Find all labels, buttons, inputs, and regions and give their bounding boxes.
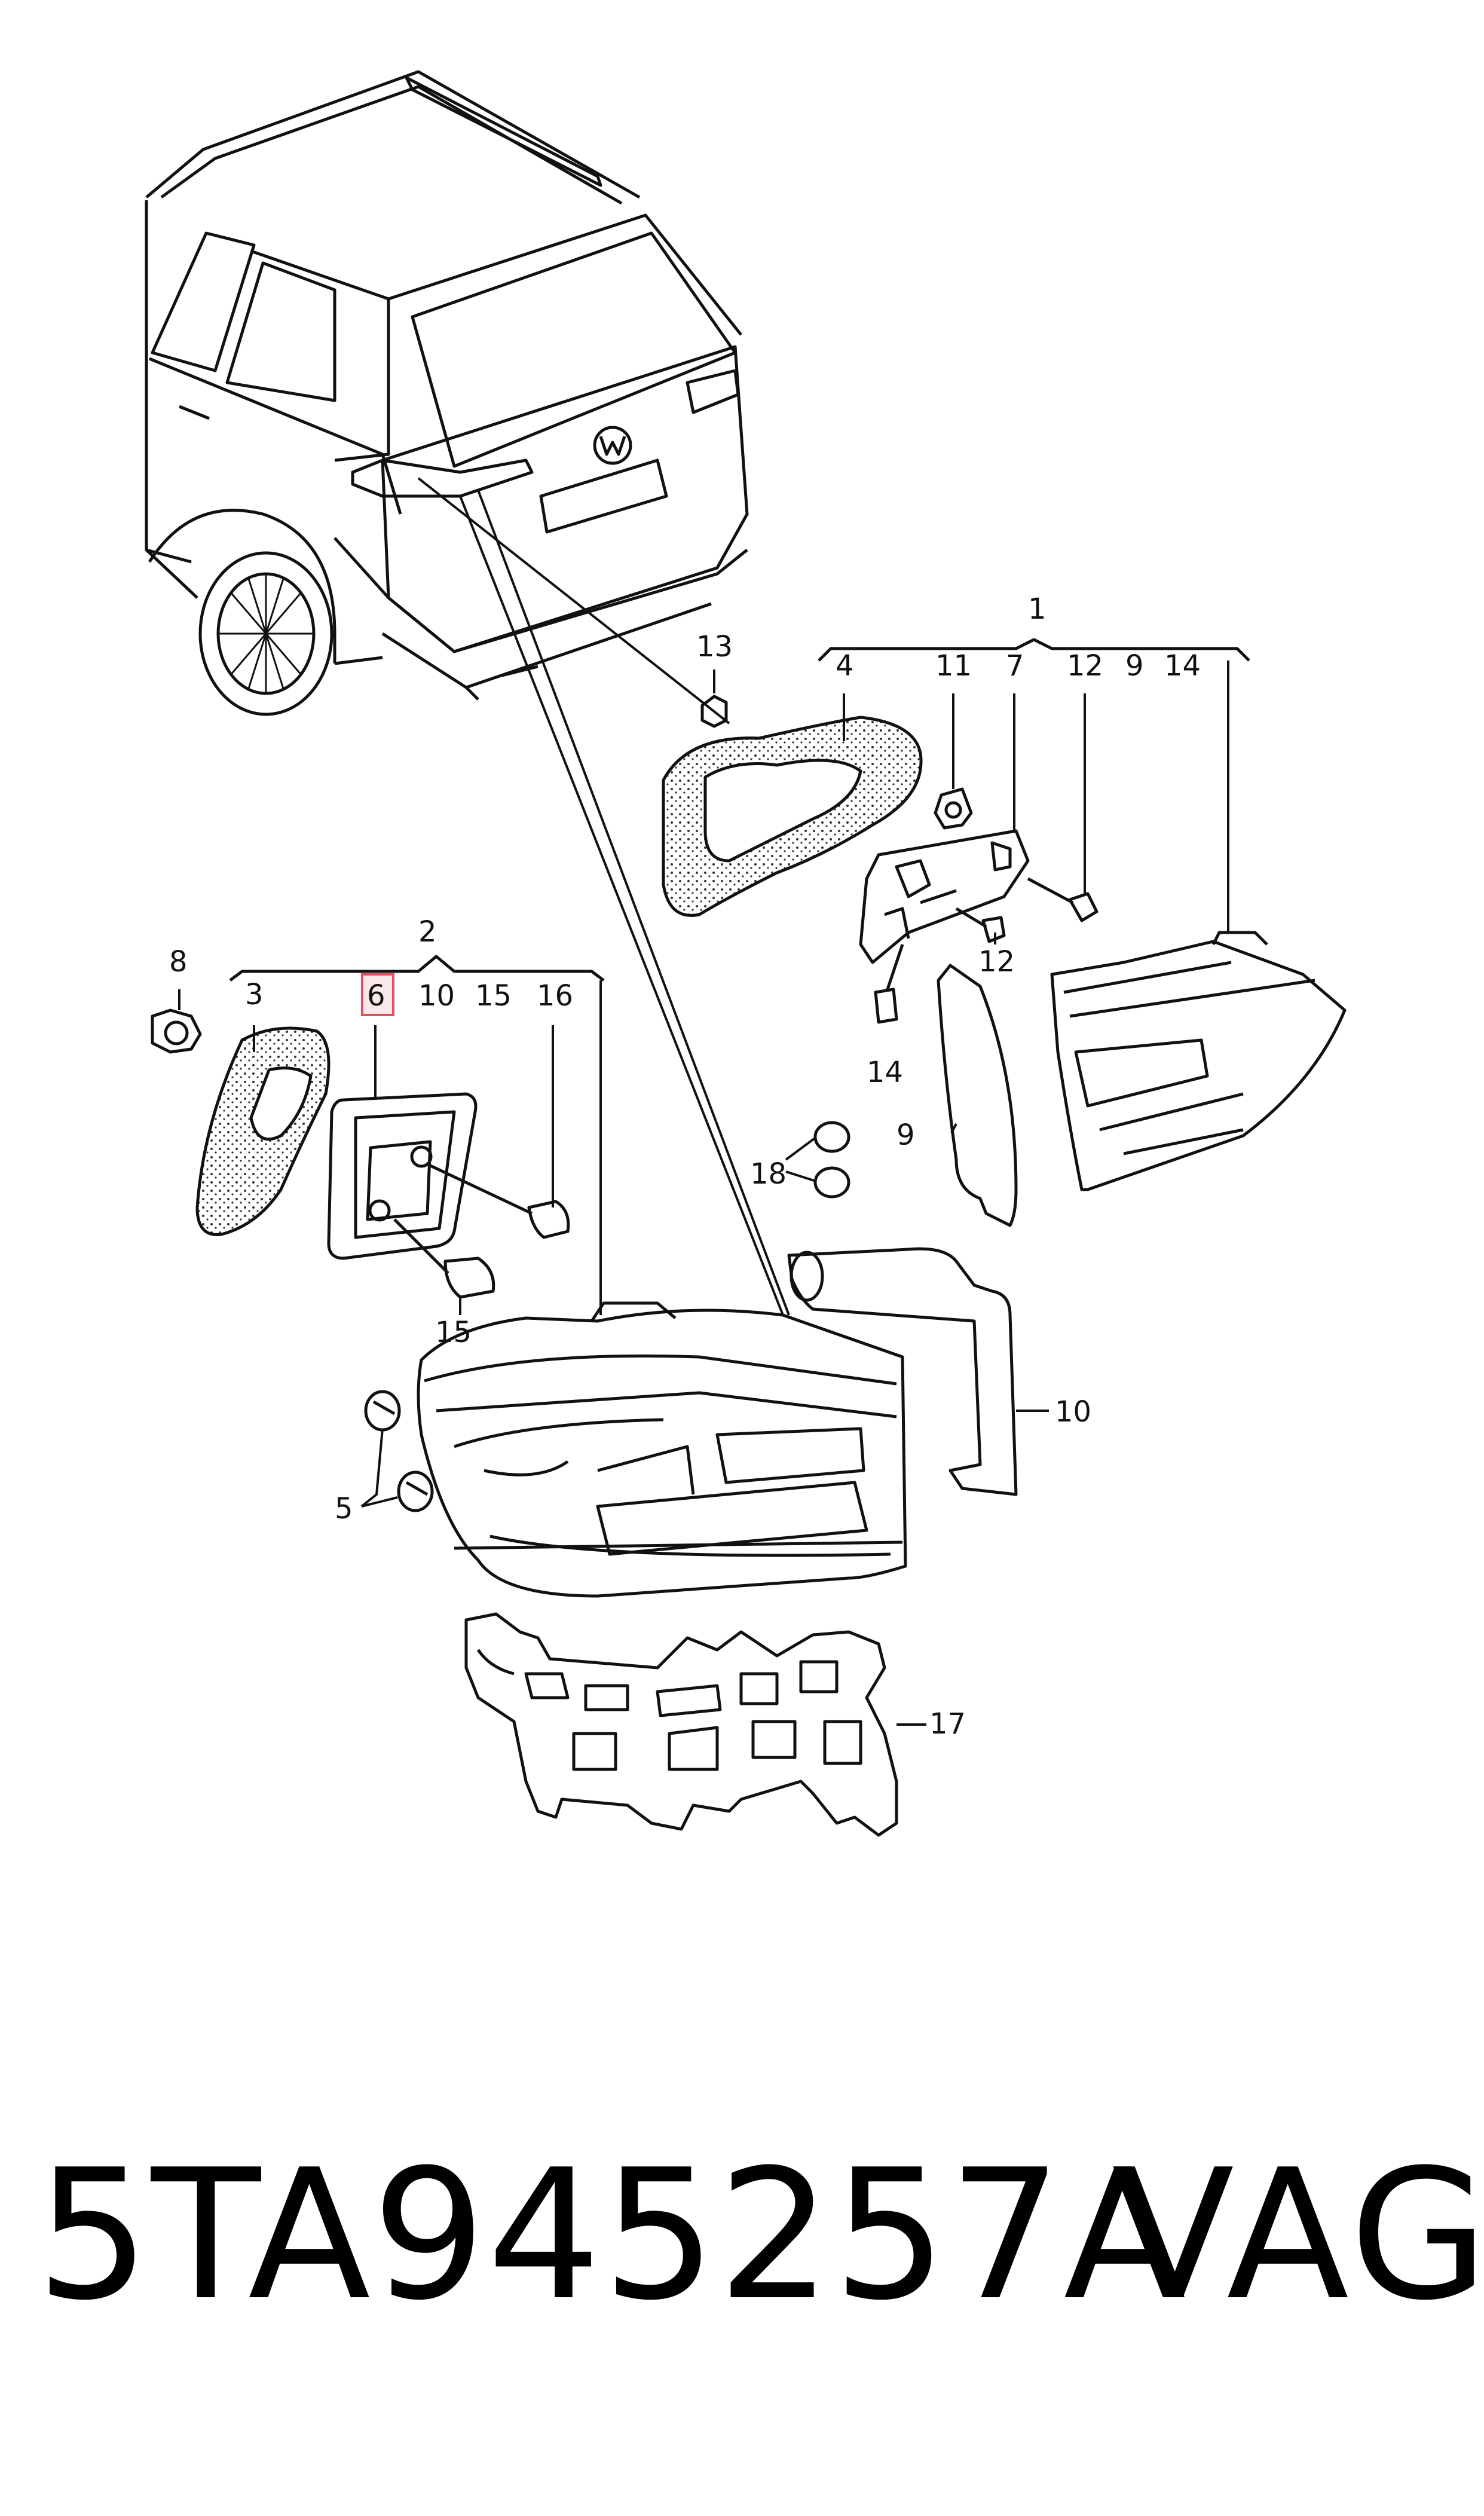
callout-3: 3 xyxy=(245,978,264,1011)
callout-16: 16 xyxy=(537,979,573,1013)
callout-5: 5 xyxy=(335,1492,353,1526)
callout-10-lower: 10 xyxy=(1055,1395,1091,1429)
brand-name: VAG xyxy=(1112,2131,1484,2340)
callout-1: 1 xyxy=(1028,592,1047,626)
callout-8: 8 xyxy=(169,945,188,979)
callout-15-upper: 15 xyxy=(475,979,512,1013)
callout-10-upper: 10 xyxy=(418,979,455,1013)
callout-leaders xyxy=(178,661,1229,1726)
callout-12-lower: 12 xyxy=(978,945,1015,979)
callout-11: 11 xyxy=(935,649,972,683)
callout-14-lower: 14 xyxy=(867,1056,903,1089)
callout-6-highlight xyxy=(361,973,394,1016)
callout-6: 6 xyxy=(367,979,385,1013)
part-number: 5TA945257A xyxy=(36,2131,1188,2340)
callout-4: 4 xyxy=(836,649,854,683)
callout-17: 17 xyxy=(929,1707,966,1741)
callout-7: 7 xyxy=(1006,649,1024,683)
part-17-bracket xyxy=(464,1612,898,1837)
callout-14-upper: 14 xyxy=(1164,649,1201,683)
callout-12-upper: 12 xyxy=(1067,649,1103,683)
callout-13: 13 xyxy=(696,630,733,664)
group-1-inner-lamp xyxy=(662,638,1347,1227)
callout-9-lower: 9 xyxy=(896,1118,915,1152)
reference-lines xyxy=(417,477,790,1316)
part-10-trim xyxy=(787,1247,1018,1496)
group-2-outer-lamp xyxy=(151,955,907,1598)
callout-15-lower: 15 xyxy=(435,1316,472,1349)
callout-18: 18 xyxy=(750,1157,787,1191)
vehicle-illustration xyxy=(145,70,749,716)
callout-labels: 1 2 3 4 5 6 7 8 9 9 10 10 11 12 12 13 14… xyxy=(169,592,1201,1741)
callout-9-upper: 9 xyxy=(1125,649,1144,683)
callout-2: 2 xyxy=(418,915,437,949)
